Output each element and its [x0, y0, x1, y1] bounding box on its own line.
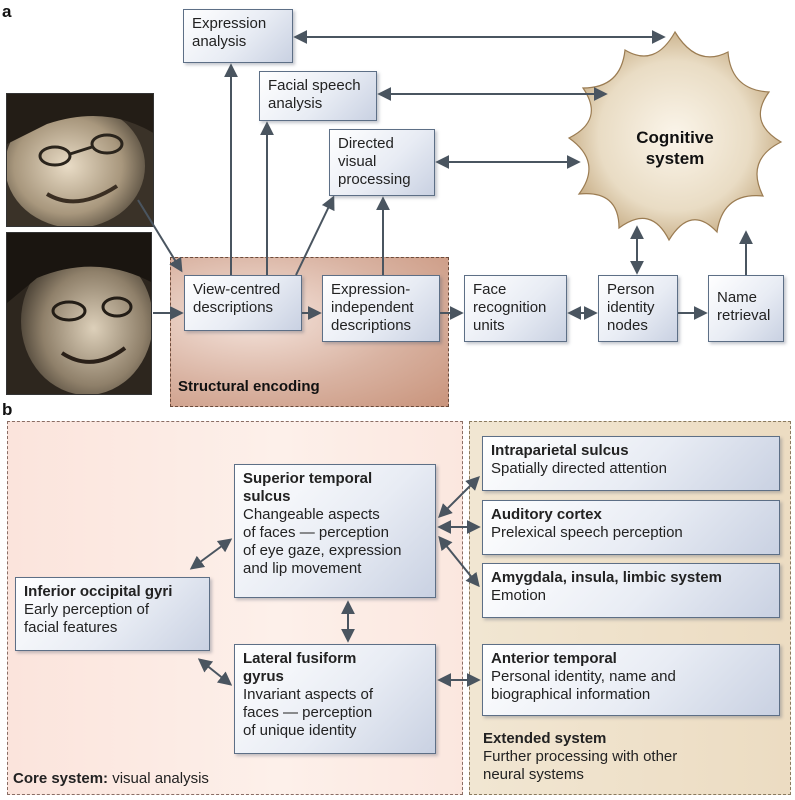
view-centred-box: View-centred descriptions	[184, 275, 302, 331]
lfg-body-2: faces — perception	[243, 704, 373, 721]
expr-indep-line-1: Expression-	[331, 281, 411, 298]
lfg-title-2: gyrus	[243, 668, 284, 685]
face-photo-bottom-image	[7, 233, 151, 394]
superior-temporal-box: Superior temporal sulcus Changeable aspe…	[234, 464, 436, 598]
face-photo-top	[6, 93, 154, 227]
facial-speech-line-2: analysis	[268, 95, 323, 112]
arrow-iog-stc	[189, 538, 233, 570]
lfg-body-3: of unique identity	[243, 722, 357, 739]
intraparietal-title: Intraparietal sulcus	[491, 442, 629, 459]
stc-body-1: Changeable aspects	[243, 506, 380, 523]
iog-body-1: Early perception of	[24, 601, 150, 618]
name-retrieval-line-1: Name	[717, 289, 758, 306]
person-identity-line-2: identity	[607, 299, 655, 316]
amygdala-title: Amygdala, insula, limbic system	[491, 569, 722, 586]
expression-independent-box: Expression- independent descriptions	[322, 275, 440, 342]
arrow-view-directed	[295, 195, 335, 276]
stc-body-4: and lip movement	[243, 560, 362, 577]
directed-visual-box: Directed visual processing	[329, 129, 435, 196]
cognitive-line-1: Cognitive	[636, 128, 714, 147]
face-recognition-line-3: units	[473, 317, 505, 334]
face-recognition-box: Face recognition units	[464, 275, 567, 342]
directed-visual-line-3: processing	[338, 171, 411, 188]
stc-body-3: of eye gaze, expression	[243, 542, 402, 559]
arrow-stc-amygdala	[438, 535, 480, 588]
face-recognition-line-1: Face	[473, 281, 507, 298]
directed-visual-line-1: Directed	[338, 135, 394, 152]
stc-body-2: of faces — perception	[243, 524, 389, 541]
auditory-body: Prelexical speech perception	[491, 524, 683, 541]
intraparietal-body: Spatially directed attention	[491, 460, 667, 477]
face-photo-bottom	[6, 232, 152, 395]
structural-encoding-label: Structural encoding	[178, 378, 320, 395]
extended-system-title: Extended system	[483, 730, 607, 747]
lfg-body-1: Invariant aspects of	[243, 686, 374, 703]
name-retrieval-line-2: retrieval	[717, 307, 771, 324]
intraparietal-box: Intraparietal sulcus Spatially directed …	[482, 436, 780, 491]
extended-system-body-1: Further processing with other	[483, 748, 678, 765]
expression-analysis-box: Expression analysis	[183, 9, 293, 63]
amygdala-box: Amygdala, insula, limbic system Emotion	[482, 563, 780, 618]
panel-a-label: a	[2, 2, 12, 21]
face-photo-top-image	[7, 94, 153, 226]
lateral-fusiform-box: Lateral fusiform gyrus Invariant aspects…	[234, 644, 436, 754]
auditory-title: Auditory cortex	[491, 506, 602, 523]
directed-visual-line-2: visual	[338, 153, 377, 170]
expr-indep-line-2: independent	[331, 299, 414, 316]
lfg-title-1: Lateral fusiform	[243, 650, 357, 667]
view-centred-line-2: descriptions	[193, 299, 274, 316]
anterior-temporal-body-2: biographical information	[491, 686, 651, 703]
anterior-temporal-body-1: Personal identity, name and	[491, 668, 676, 685]
cognitive-line-2: system	[645, 149, 705, 168]
face-recognition-line-2: recognition	[473, 299, 547, 316]
person-identity-box: Person identity nodes	[598, 275, 678, 342]
person-identity-line-1: Person	[607, 281, 655, 298]
name-retrieval-box: Name retrieval	[708, 275, 784, 342]
arrow-photo-top	[137, 199, 183, 273]
iog-title: Inferior occipital gyri	[24, 583, 173, 600]
extended-system-label: Extended system Further processing with …	[483, 730, 677, 784]
person-identity-line-3: nodes	[607, 317, 648, 334]
arrow-stc-intraparietal	[438, 476, 480, 518]
anterior-temporal-title: Anterior temporal	[491, 650, 617, 667]
expr-indep-line-3: descriptions	[331, 317, 412, 334]
inferior-occipital-box: Inferior occipital gyri Early perception…	[15, 577, 210, 651]
core-system-body: visual analysis	[108, 770, 209, 787]
expression-analysis-line-1: Expression	[192, 15, 267, 32]
amygdala-body: Emotion	[491, 587, 547, 604]
auditory-box: Auditory cortex Prelexical speech percep…	[482, 500, 780, 555]
facial-speech-line-1: Facial speech	[268, 77, 361, 94]
facial-speech-box: Facial speech analysis	[259, 71, 377, 121]
core-system-title: Core system:	[13, 770, 109, 787]
stc-title-2: sulcus	[243, 488, 291, 505]
stc-title-1: Superior temporal	[243, 470, 373, 487]
cognitive-system-label: Cognitive system	[610, 127, 740, 169]
iog-body-2: facial features	[24, 619, 118, 636]
arrow-iog-lfg	[197, 658, 233, 686]
core-system-label: Core system: visual analysis	[13, 770, 209, 787]
panel-b-label: b	[2, 400, 13, 419]
extended-system-body-2: neural systems	[483, 766, 584, 783]
expression-analysis-line-2: analysis	[192, 33, 247, 50]
view-centred-line-1: View-centred	[193, 281, 281, 298]
anterior-temporal-box: Anterior temporal Personal identity, nam…	[482, 644, 780, 716]
